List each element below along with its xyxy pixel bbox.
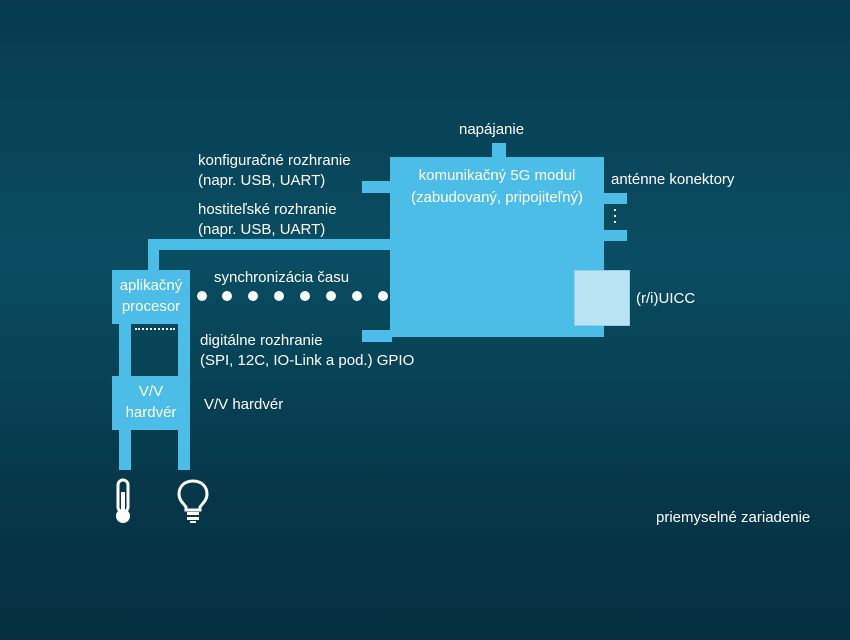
antenna-label: anténne konektory <box>611 171 735 188</box>
host-interface-line-v <box>148 239 159 271</box>
io-hardware-box <box>112 376 190 430</box>
power-label: napájanie <box>459 121 525 138</box>
io-leg-left <box>119 428 131 470</box>
io-hw-label: V/V hardvér <box>204 396 284 413</box>
config-interface-stub <box>362 181 392 193</box>
comm-5g-module <box>390 157 604 337</box>
light-bulb-icon <box>177 479 209 523</box>
module-title-line1: komunikačný 5G modul <box>418 167 576 184</box>
antenna-connector-bottom <box>603 230 627 241</box>
industrial-device-label: priemyselné zariadenie <box>656 509 811 526</box>
app-processor <box>112 270 190 324</box>
app-processor-line2: procesor <box>121 298 181 315</box>
module-title-line2: (zabudovaný, pripojiteľný) <box>411 189 583 206</box>
thermometer-icon <box>116 478 130 523</box>
time-sync-label: synchronizácia času <box>214 269 350 286</box>
proc-io-link-left <box>119 322 131 378</box>
host-label-line1: hostiteľské rozhranie <box>198 201 337 218</box>
io-leg-right <box>178 428 190 470</box>
digital-label-line2: (SPI, 12C, IO-Link a pod.) GPIO <box>200 352 415 369</box>
power-connector <box>492 143 506 159</box>
antenna-connector-top <box>603 193 627 204</box>
proc-io-link-right <box>178 322 190 378</box>
proc-io-dotted-link <box>135 328 175 330</box>
digital-interface-stub <box>362 330 392 342</box>
config-label-line2: (napr. USB, UART) <box>198 172 326 189</box>
config-label-line1: konfiguračné rozhranie <box>198 152 351 169</box>
uicc-chip <box>574 270 630 326</box>
app-processor-line1: aplikačný <box>119 277 183 294</box>
host-interface-line-h <box>148 239 392 250</box>
io-box-line1: V/V <box>138 383 164 400</box>
io-box-line2: hardvér <box>125 404 177 421</box>
uicc-label: (r/i)UICC <box>636 290 696 307</box>
host-label-line2: (napr. USB, UART) <box>198 221 326 238</box>
digital-label-line1: digitálne rozhranie <box>200 332 323 349</box>
